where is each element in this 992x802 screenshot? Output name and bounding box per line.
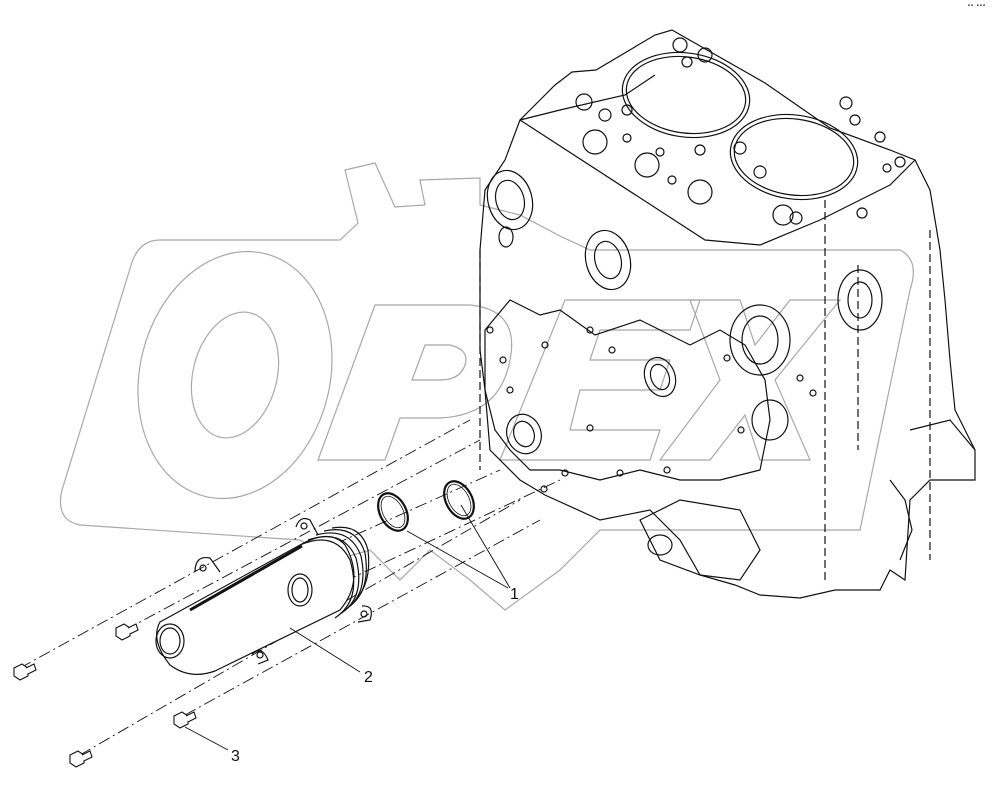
engine-block [479,29,976,599]
callout-3-label: 3 [231,748,240,765]
oil-cooler [155,517,372,675]
callout-2-label: 2 [364,669,373,686]
bolts [13,623,197,768]
watermark-logo [59,162,914,611]
callout-1-label: 1 [510,586,519,603]
o-rings [377,480,475,532]
leader-lines [184,504,511,751]
bolt-icon [115,623,139,641]
bolt-icon [13,663,37,681]
bolt-icon [173,711,197,729]
bolt-icon [69,750,93,768]
corner-mark: ▪▪ ▪▪▪ [967,3,986,9]
